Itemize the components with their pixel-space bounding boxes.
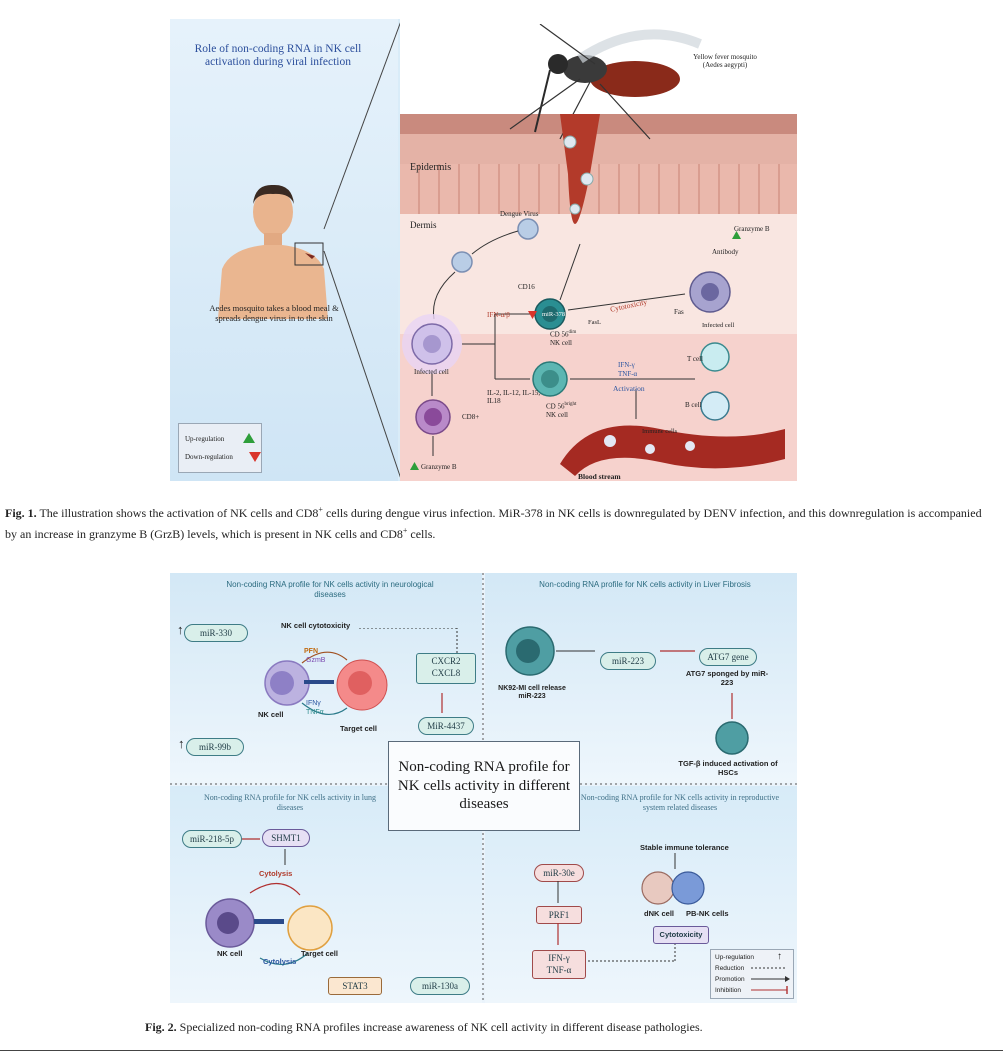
lung-diagram xyxy=(205,838,333,965)
nk-cell-2-label: NK cell xyxy=(546,411,568,419)
t-cell-label: T cell xyxy=(687,355,704,363)
ifn-g-label: IFN-γ xyxy=(618,361,635,369)
liver-title: Non-coding RNA profile for NK cells acti… xyxy=(539,580,751,589)
granzyme-b2-label: Granzyme B xyxy=(421,463,457,471)
mir99b-up-arrow: ↑ xyxy=(178,736,185,751)
figure-1-left-panel: Role of non-coding RNA in NK cell activa… xyxy=(170,19,398,481)
blood-stream-label: Blood stream xyxy=(578,472,621,481)
tgf-label: TGF-β induced activation of HSCs xyxy=(678,759,778,777)
nk-cytotoxicity-label: NK cell cytotoxicity xyxy=(281,621,351,630)
legend2-reduction-label: Reduction xyxy=(715,965,745,972)
liver-diagram xyxy=(505,626,749,755)
gzmb-label: GzmB xyxy=(306,657,326,664)
mir218-pill: miR-218-5p xyxy=(182,830,242,848)
mosquito-illustration xyxy=(509,24,702,140)
repro-title: Non-coding RNA profile for NK cells acti… xyxy=(580,793,780,812)
cell-diagram xyxy=(402,218,785,476)
fas-label: Fas xyxy=(674,308,684,316)
atg7-gene-pill: ATG7 gene xyxy=(699,648,757,666)
skin-cross-section: Yellow fever mosquito (Aedes aegypti) Ep… xyxy=(400,19,797,481)
center-title-box: Non-coding RNA profile for NK cells acti… xyxy=(388,741,580,831)
pbnk-cells-label: PB-NK cells xyxy=(686,909,729,918)
figure-2: Non-coding RNA profile for NK cells acti… xyxy=(170,573,797,1003)
nk92-label: NK92-MI cell release miR-223 xyxy=(498,685,566,701)
epidermis-label: Epidermis xyxy=(410,162,452,173)
bite-wound xyxy=(560,114,600,224)
stable-immune-label: Stable immune tolerance xyxy=(640,843,729,852)
shmt1-pill: SHMT1 xyxy=(262,829,310,847)
stat3-box: STAT3 xyxy=(328,977,382,995)
neuro-title: Non-coding RNA profile for NK cells acti… xyxy=(226,580,434,599)
target-cell-lung-label: Target cell xyxy=(301,949,338,958)
figure-2-caption: Fig. 2. Specialized non-coding RNA profi… xyxy=(145,1020,703,1034)
legend2-up-label: Up-regulation xyxy=(715,954,755,961)
dengue-virus-label: Dengue Virus xyxy=(500,210,539,218)
cytolysis-bottom-label: Cytolysis xyxy=(263,957,297,966)
pfn-label: PFN xyxy=(304,648,318,655)
prf1-box: PRF1 xyxy=(536,906,582,924)
cd56dim-label: CD 56dim xyxy=(550,330,577,339)
mir4437-pill: MiR-4437 xyxy=(418,717,474,735)
neuro-diagram xyxy=(264,628,458,715)
target-cell-neuro-label: Target cell xyxy=(340,724,377,733)
cd8-label: CD8+ xyxy=(462,413,480,421)
legend-down-label: Down-regulation xyxy=(185,453,233,461)
infected-cell-right-label: Infected cell xyxy=(702,322,735,329)
mir330-pill: miR-330 xyxy=(184,624,248,642)
nk-cell-label: NK cell xyxy=(550,339,572,347)
human-illustration xyxy=(218,184,328,319)
repro-diagram xyxy=(557,853,705,962)
immune-cells-label: Immune cells xyxy=(642,428,678,435)
up-triangle-icon xyxy=(243,433,255,443)
infected-cell-left-label: Infected cell xyxy=(414,368,449,376)
ifng-neuro-label: IFNγ xyxy=(306,700,321,707)
dermis-label: Dermis xyxy=(410,220,437,230)
fasl-label: FasL xyxy=(588,319,601,326)
legend2-line-samples xyxy=(751,967,790,994)
nk-cell-lung-label: NK cell xyxy=(217,949,243,958)
cytolysis-top-label: Cytolysis xyxy=(259,869,293,878)
mosquito-label: Yellow fever mosquito (Aedes aegypti) xyxy=(693,53,757,70)
legend2-inhibition-label: Inhibition xyxy=(715,987,742,994)
down-triangle-icon xyxy=(249,452,261,462)
figure-1-caption: Fig. 1. The illustration shows the activ… xyxy=(5,505,982,541)
legend-up-label: Up-regulation xyxy=(185,435,225,443)
zoom-lines xyxy=(323,20,402,480)
cytotoxicity-box: Cytotoxicity xyxy=(653,926,709,944)
bottom-rule xyxy=(0,1050,1003,1051)
figure-1-title: Role of non-coding RNA in NK cell activa… xyxy=(194,43,362,69)
granzyme-b2-up-icon xyxy=(410,462,419,470)
granzyme-up-icon xyxy=(732,231,741,239)
tnfa-neuro-label: TNFα xyxy=(306,709,324,716)
mir330-up-arrow: ↑ xyxy=(177,622,184,637)
nk-cell-neuro-label: NK cell xyxy=(258,710,284,719)
interleukins-label: IL-2, IL-12, IL-15, IL18 xyxy=(487,389,541,406)
mir223-pill: miR-223 xyxy=(600,652,656,670)
ifn-ab-label: IFN-α/β xyxy=(487,311,510,319)
dnk-cell-label: dNK cell xyxy=(644,909,675,918)
mir130a-pill: miR-130a xyxy=(410,977,470,995)
mir378-label: miR-378 xyxy=(542,311,566,318)
lung-title: Non-coding RNA profile for NK cells acti… xyxy=(204,793,376,812)
mir99b-pill: miR-99b xyxy=(186,738,244,756)
human-caption: Aedes mosquito takes a blood meal & spre… xyxy=(209,303,339,323)
b-cell-label: B cell xyxy=(685,401,702,409)
legend-box: Up-regulation Down-regulation xyxy=(178,423,262,473)
activation-label: Activation xyxy=(613,384,645,393)
cd56bright-label: CD 56bright xyxy=(546,402,577,411)
mir30e-pill: miR-30e xyxy=(534,864,584,882)
atg7-sponged-label: ATG7 sponged by miR-223 xyxy=(685,669,769,687)
figure-1: Role of non-coding RNA in NK cell activa… xyxy=(170,19,797,481)
mir378-down-icon xyxy=(528,311,537,319)
cd16-label: CD16 xyxy=(518,283,535,291)
figure-2-legend: Up-regulation ↑ Reduction Promotion Inhi… xyxy=(710,949,794,999)
tnf-a-label: TNF-α xyxy=(618,370,638,378)
legend2-promotion-label: Promotion xyxy=(715,976,745,983)
legend2-up-arrow: ↑ xyxy=(777,951,782,962)
antibody-label: Antibody xyxy=(712,248,739,256)
granzyme-b-label: Granzyme B xyxy=(734,225,770,233)
